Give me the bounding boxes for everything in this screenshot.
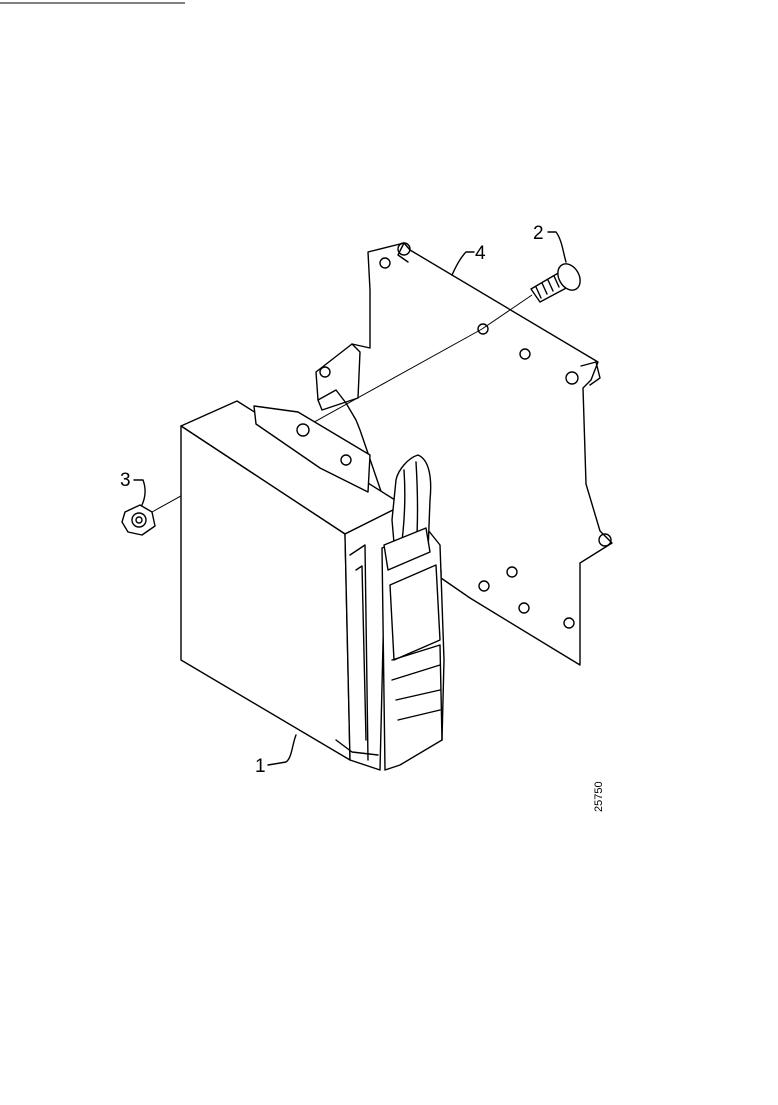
callout-2: 2 bbox=[533, 223, 544, 244]
callout-leader-4 bbox=[451, 251, 475, 276]
nut bbox=[121, 504, 156, 536]
callout-leaders bbox=[133, 231, 567, 766]
callout-leader-2 bbox=[547, 231, 567, 263]
assembly-axis-line-2 bbox=[481, 294, 533, 330]
callout-1: 1 bbox=[255, 756, 266, 777]
callout-3: 3 bbox=[120, 470, 131, 491]
mounting-bracket bbox=[315, 242, 613, 666]
callout-leader-3 bbox=[133, 479, 146, 506]
screw bbox=[530, 263, 581, 303]
callout-4: 4 bbox=[475, 243, 486, 264]
control-unit bbox=[180, 400, 445, 771]
callout-leader-1 bbox=[267, 734, 297, 766]
reference-code: 25750 bbox=[593, 781, 605, 812]
